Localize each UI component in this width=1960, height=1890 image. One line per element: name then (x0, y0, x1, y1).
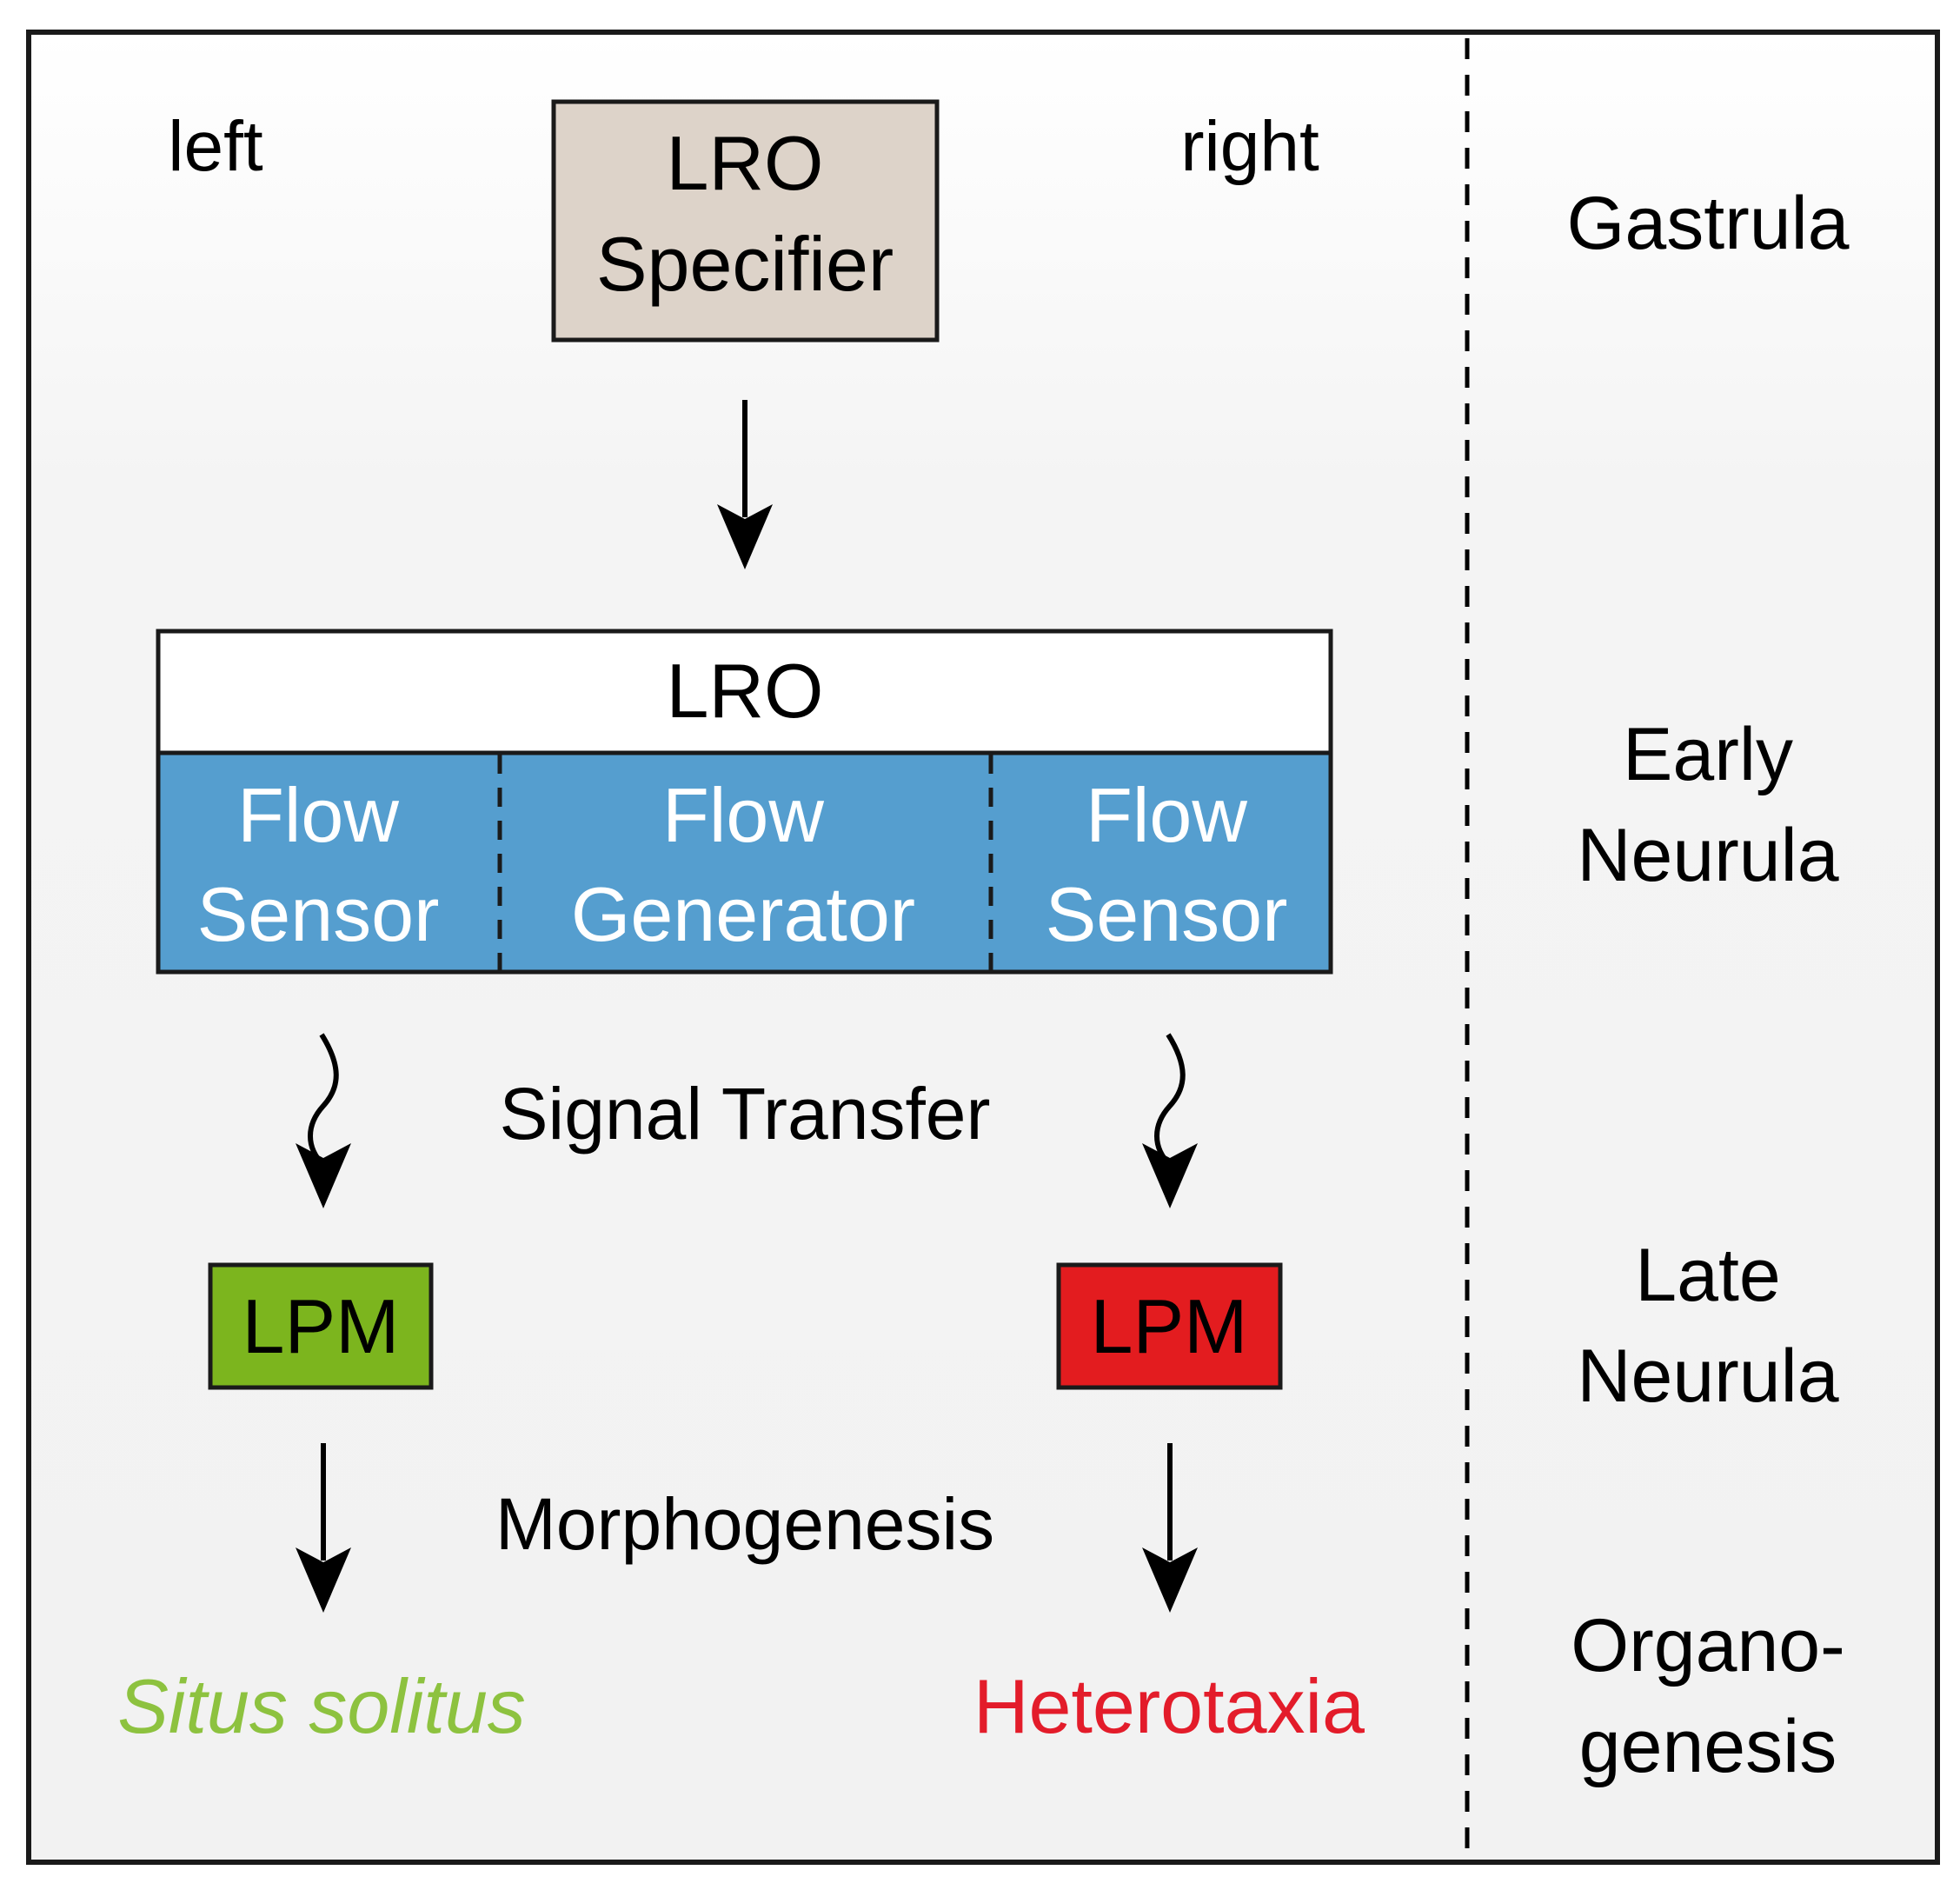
wavy-arrow-head (296, 1143, 351, 1208)
arrow-head (717, 504, 773, 569)
lpm-right-rect (1056, 1262, 1283, 1390)
lro-flow-rect (156, 750, 1333, 975)
flow-sensor-right-line2: Sensor (1046, 871, 1288, 957)
lro-block: LRO Flow Sensor Flow Generator Flow Sens… (156, 629, 1333, 975)
stage-early-neurula-line2: Neurula (1577, 814, 1838, 897)
stage-organogenesis-line2: genesis (1579, 1705, 1837, 1788)
signal-transfer-label: Signal Transfer (500, 1073, 991, 1155)
flow-sensor-right-line1: Flow (1086, 772, 1247, 858)
lro-specifier-line1: LRO (667, 120, 824, 206)
lro-specifier-rect (551, 99, 940, 343)
arrow-lpm-left-to-outcome (296, 1443, 351, 1613)
lpm-left-label: LPM (243, 1283, 400, 1369)
stage-late-neurula-line2: Neurula (1577, 1334, 1838, 1418)
flow-generator-line1: Flow (662, 772, 824, 858)
stage-late-neurula-line1: Late (1635, 1234, 1780, 1317)
flow-sensor-left-line1: Flow (237, 772, 399, 858)
stage-organogenesis-line1: Organo- (1571, 1604, 1845, 1687)
lpm-left-rect (208, 1262, 434, 1390)
arrow-head (1142, 1547, 1198, 1613)
stage-gastrula: Gastrula (1566, 182, 1849, 265)
lpm-right-label: LPM (1091, 1283, 1248, 1369)
arrow-head (296, 1547, 351, 1613)
lpm-right-box: LPM (1056, 1262, 1283, 1390)
wavy-arrow-left (296, 1033, 351, 1208)
wavy-arrow-right (1142, 1033, 1198, 1208)
wavy-arrow-shaft (1154, 1033, 1186, 1168)
lro-specifier-line2: Specifier (596, 221, 894, 307)
flow-sensor-left-line2: Sensor (197, 871, 440, 957)
right-side-label: right (1180, 107, 1319, 186)
heterotaxia-label: Heterotaxia (973, 1663, 1365, 1749)
flow-generator-line2: Generator (571, 871, 915, 957)
left-side-label: left (168, 107, 263, 186)
lpm-left-box: LPM (208, 1262, 434, 1390)
lro-title: LRO (667, 648, 824, 734)
wavy-arrow-shaft (308, 1033, 339, 1168)
lro-specifier-box: LRO Specifier (551, 99, 940, 343)
situs-solitus-label: Situs solitus (117, 1663, 526, 1749)
morphogenesis-label: Morphogenesis (495, 1483, 994, 1565)
arrow-lpm-right-to-outcome (1142, 1443, 1198, 1613)
arrow-specifier-to-lro (717, 400, 773, 569)
stage-early-neurula-line1: Early (1623, 713, 1793, 796)
wavy-arrow-head (1142, 1143, 1198, 1208)
lro-header-rect (156, 629, 1333, 755)
